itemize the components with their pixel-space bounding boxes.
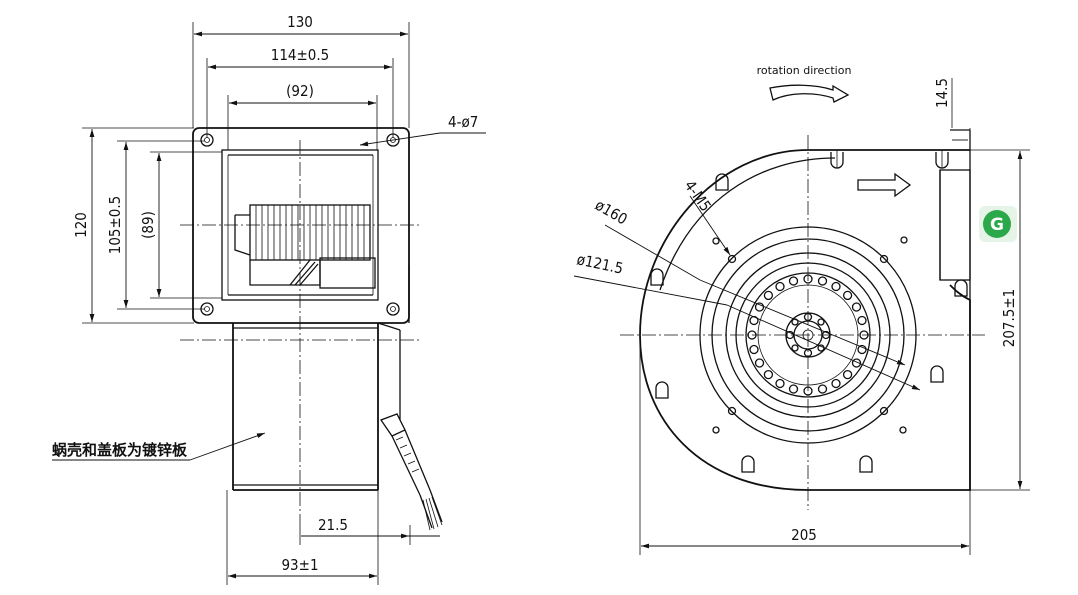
dim-inlet-ref: (92) xyxy=(286,82,314,100)
dim-cable-offset: 21.5 xyxy=(318,516,348,534)
dim-flange: 14.5 xyxy=(933,78,951,108)
g-badge-icon[interactable]: G xyxy=(979,206,1017,242)
note-material: 蜗壳和盖板为镀锌板 xyxy=(52,441,188,459)
vent-holes xyxy=(747,274,869,396)
dim-depth: 93±1 xyxy=(281,556,318,574)
dim-screws: 4-M5 xyxy=(681,177,715,215)
dim-overall-width: 130 xyxy=(287,13,313,31)
dim-diameter-inner: ø121.5 xyxy=(575,250,625,277)
slot-holes xyxy=(650,150,968,473)
cable xyxy=(379,413,443,531)
outlet-arrow-icon xyxy=(857,172,912,198)
rotation-label: rotation direction xyxy=(757,64,852,77)
front-view: 130 114±0.5 (92) 4-ø7 120 105±0.5 (89) xyxy=(52,13,486,585)
dim-width: 205 xyxy=(791,526,817,544)
flange-plate xyxy=(192,127,410,324)
scroll-housing xyxy=(232,265,410,491)
side-view: rotation direction 14.5 xyxy=(573,64,1030,555)
dim-inlet-ref-v: (89) xyxy=(139,211,157,239)
dim-mount-holes: 4-ø7 xyxy=(448,113,478,131)
dim-diameter-outer: ø160 xyxy=(592,196,630,229)
rotation-arrow-icon xyxy=(769,84,850,103)
m5-holes xyxy=(712,236,908,434)
dim-overall-height: 120 xyxy=(72,212,90,238)
dim-hole-spacing-v: 105±0.5 xyxy=(106,196,124,255)
badge-letter: G xyxy=(990,215,1004,235)
impeller-blades xyxy=(234,204,376,289)
dim-height: 207.5±1 xyxy=(1000,289,1018,348)
dim-hole-spacing: 114±0.5 xyxy=(271,46,330,64)
volute-outline xyxy=(639,149,971,491)
